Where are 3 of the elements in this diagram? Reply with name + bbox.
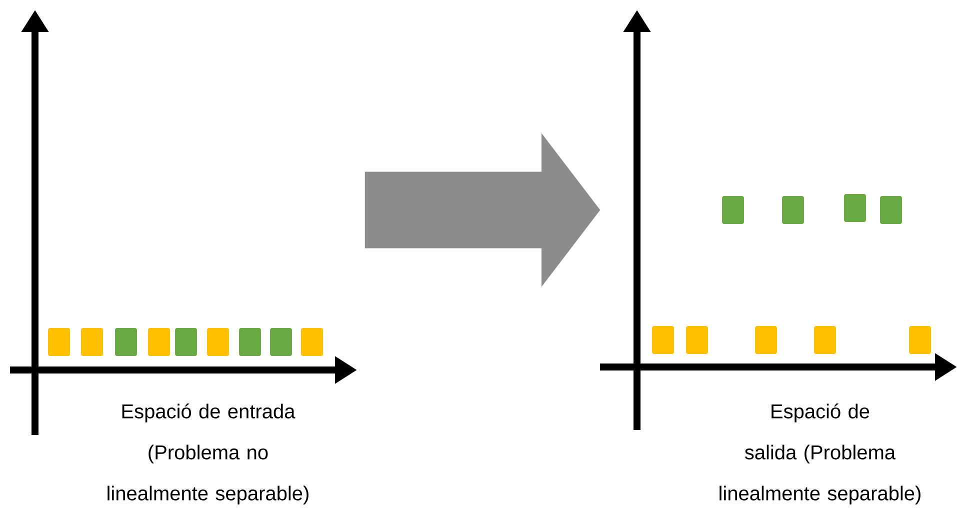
block-arrow <box>364 133 600 287</box>
axis-caption: Espació de salida (Problema linealmente separable) <box>720 404 920 504</box>
axis-caption: Espació de entrada (Problema no linealmente separable) <box>108 404 308 504</box>
